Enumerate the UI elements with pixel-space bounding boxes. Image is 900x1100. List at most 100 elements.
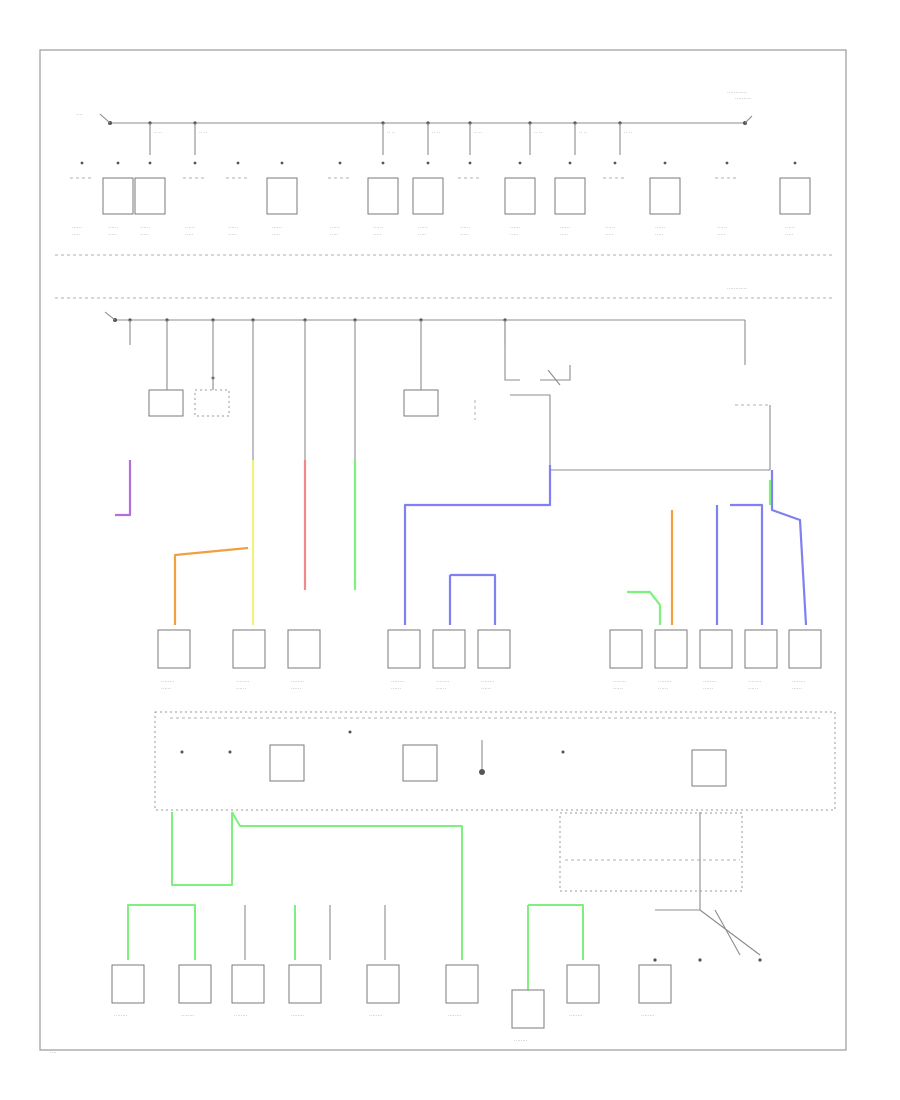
device-label: ····· [717,232,726,238]
ground-connector [288,964,322,1004]
device-label: ······ [373,225,383,231]
ground-connector [366,964,400,1004]
module-label: ······ [236,686,246,692]
module-label: ········ [436,679,450,685]
module-connector [157,629,191,669]
fuse-label: ·· ·· [199,130,207,136]
device-label: ····· [185,232,194,238]
module-label: ······ [436,686,446,692]
bottom-ground-section: ········································… [50,811,762,1056]
relay-3 [403,389,439,417]
ground-label: ········ [641,1013,655,1019]
device-label: ····· [460,232,469,238]
module-connector [432,629,466,669]
device-pin [80,161,84,165]
device-pin [568,161,572,165]
fuse-label: ·· ·· [474,130,482,136]
device-label: ······ [330,225,340,231]
device-label: ······ [510,225,520,231]
circuit-wire [450,573,497,625]
ground-label: ········ [181,1013,195,1019]
ground-label: ········ [291,1013,305,1019]
device-label: ······ [655,225,665,231]
device-connector [504,177,536,215]
module-connector [387,629,421,669]
device-label: ······ [272,225,282,231]
ground-point [653,958,657,962]
module-label: ······ [748,686,758,692]
device-label: ····· [140,232,149,238]
fuse-label: ·· ·· [624,130,632,136]
ground-label: ········ [514,1038,528,1044]
device-pin [116,161,120,165]
module-connector [477,629,511,669]
device-label: ······ [72,225,82,231]
junction-sub-block [559,812,743,892]
module-label: ········ [748,679,762,685]
device-pin [793,161,797,165]
svg-text:··········: ·········· [735,96,752,102]
device-label: ····· [510,232,519,238]
module-label: ········ [236,679,250,685]
module-label: ········ [391,679,405,685]
device-pin [663,161,667,165]
svg-text:············: ············ [727,286,747,292]
device-label: ····· [655,232,664,238]
svg-text:····: ···· [50,1050,57,1056]
device-connector [266,177,298,215]
module-label: ········ [792,679,806,685]
relay-2 [194,389,230,417]
module-label: ········ [481,679,495,685]
module-label: ······ [658,686,668,692]
circuit-wire [403,465,552,625]
device-label: ······ [460,225,470,231]
device-label: ····· [418,232,427,238]
module-connector [788,629,822,669]
device-pin [381,161,385,165]
ground-point [758,958,762,962]
fuse-label: ·· ·· [534,130,542,136]
device-pin [613,161,617,165]
device-label: ······ [140,225,150,231]
ground-connector [566,964,600,1004]
device-label: ······ [560,225,570,231]
svg-text:············: ············ [727,90,747,96]
device-pin [236,161,240,165]
ground-point [698,958,702,962]
device-pin [148,161,152,165]
module-label: ········ [658,679,672,685]
device-label: ······ [185,225,195,231]
ground-wire [528,904,584,960]
module-connector [654,629,688,669]
device-label: ····· [272,232,281,238]
device-connector [554,177,586,215]
lower-module-section: ········································… [154,629,836,892]
module-label: ······ [792,686,802,692]
device-label: ····· [108,232,117,238]
device-pin [468,161,472,165]
ground-connector [231,964,265,1004]
ground-connector [511,989,545,1029]
middle-fuse-box-section: ············ [55,286,835,471]
device-label: ····· [72,232,81,238]
ground-connector [178,964,212,1004]
device-label: ····· [330,232,339,238]
top-fuse-box-section: ···· ············ ·········· ·· ···· ···… [55,90,835,256]
device-pin [338,161,342,165]
fuse-label: ·· ·· [432,130,440,136]
ground-label: ········ [114,1013,128,1019]
device-connector [779,177,811,215]
ground-wire [231,811,463,960]
device-pin [518,161,522,165]
ground-wire [244,812,701,960]
module-connector [287,629,321,669]
module-connector [744,629,778,669]
module-label: ······ [291,686,301,692]
module-label: ········ [703,679,717,685]
device-label: ······ [418,225,428,231]
ground-connector [111,964,145,1004]
circuit-wire [730,503,764,625]
ground-wire [171,812,233,886]
ground-label: ········ [448,1013,462,1019]
